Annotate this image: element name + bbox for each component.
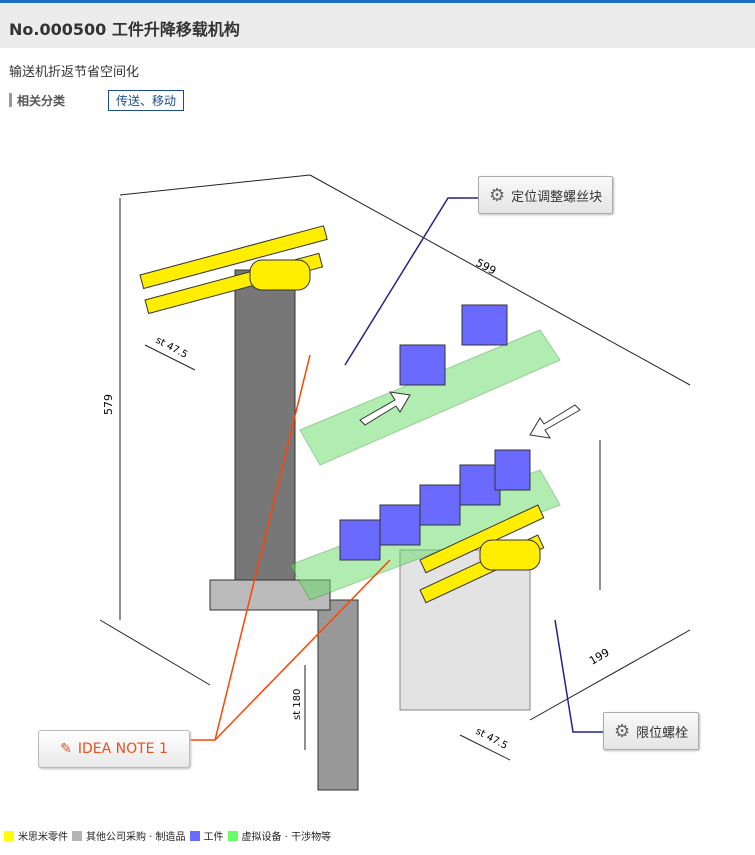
lift-rail xyxy=(317,599,359,791)
callout-label: 限位螺栓 xyxy=(636,725,689,741)
gear-icon: ⚙ xyxy=(489,184,506,206)
legend-swatch-blue xyxy=(189,830,200,841)
down-arrow xyxy=(529,404,581,439)
misumi-parts xyxy=(139,225,545,604)
page-subtitle: 输送机折返节省空间化 xyxy=(9,65,140,80)
dim-stroke-top: st 47.5 xyxy=(154,335,190,361)
callout-stopper-bolt[interactable]: ⚙ 限位螺栓 xyxy=(603,712,700,750)
top-accent-bar xyxy=(0,0,755,3)
idea-note-button[interactable]: ✎ IDEA NOTE 1 xyxy=(38,730,190,768)
callout-label: 定位调整螺丝块 xyxy=(511,189,603,205)
category-marker xyxy=(9,93,12,107)
up-arrow xyxy=(359,391,411,426)
callout-leader-positioning xyxy=(344,197,478,366)
dim-depth: 199 xyxy=(587,646,612,668)
legend-swatch-green xyxy=(227,830,238,841)
dim-height: 579 xyxy=(102,394,115,415)
category-label: 相关分类 xyxy=(17,94,66,108)
dimension-lines xyxy=(99,174,691,761)
legend-swatch-gray xyxy=(72,830,82,841)
gear-icon: ⚙ xyxy=(614,720,631,742)
lift-column xyxy=(234,269,296,591)
legend-swatch-yellow xyxy=(4,830,14,841)
page-title: No.000500 工件升降移载机构 xyxy=(9,20,240,39)
legend-label: 工件 xyxy=(203,832,224,843)
idea-leader-2 xyxy=(214,559,391,741)
legend-label: 其他公司采购 · 制造品 xyxy=(86,832,186,843)
idea-note-label: IDEA NOTE 1 xyxy=(77,741,168,757)
page-header: No.000500 工件升降移载机构 xyxy=(0,3,755,48)
pencil-icon: ✎ xyxy=(60,741,72,757)
color-legend: 米思米零件 其他公司采购 · 制造品 工件 虚拟设备 · 干涉物等 xyxy=(4,828,331,843)
mechanism-drawing: 599 579 199 st 47.5 st 47.5 st 180 xyxy=(99,174,691,791)
category-tag-link[interactable]: 传送、移动 xyxy=(108,90,185,111)
callout-leader-stopper xyxy=(554,619,603,733)
workpieces xyxy=(339,304,531,561)
dim-stroke-lift: st 180 xyxy=(292,689,303,720)
dim-width: 599 xyxy=(474,256,499,277)
legend-label: 虚拟设备 · 干涉物等 xyxy=(241,832,332,843)
upper-conveyor xyxy=(299,329,561,466)
legend-label: 米思米零件 xyxy=(18,832,68,843)
dim-stroke-bottom: st 47.5 xyxy=(474,726,510,752)
callout-positioning-block[interactable]: ⚙ 定位调整螺丝块 xyxy=(478,176,614,214)
